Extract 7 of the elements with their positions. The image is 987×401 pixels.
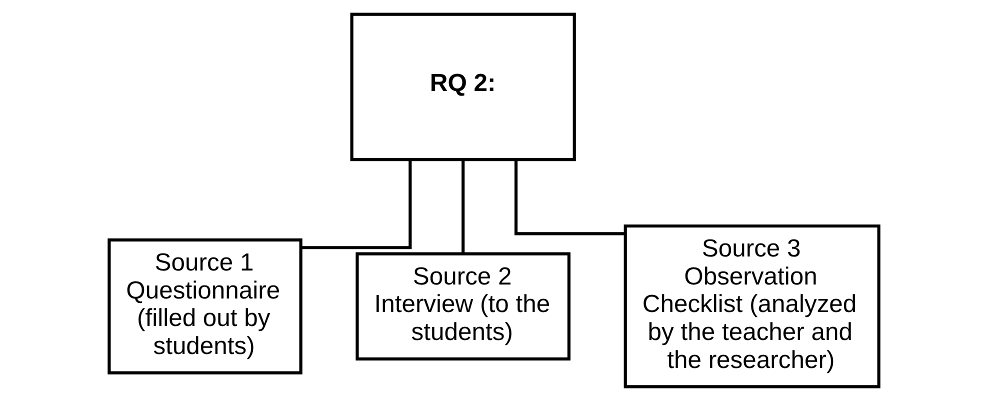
- connector: [461, 160, 464, 254]
- node-box: Source 2 Interview (to the students): [355, 252, 570, 360]
- connector: [300, 160, 412, 250]
- node-box: Source 3 Observation Checklist (analyzed by the teacher and the researcher): [623, 224, 880, 388]
- node-box: Source 1 Questionnaire (filled out by students): [107, 238, 302, 374]
- connector: [514, 160, 625, 236]
- node-box: RQ 2:: [350, 12, 576, 162]
